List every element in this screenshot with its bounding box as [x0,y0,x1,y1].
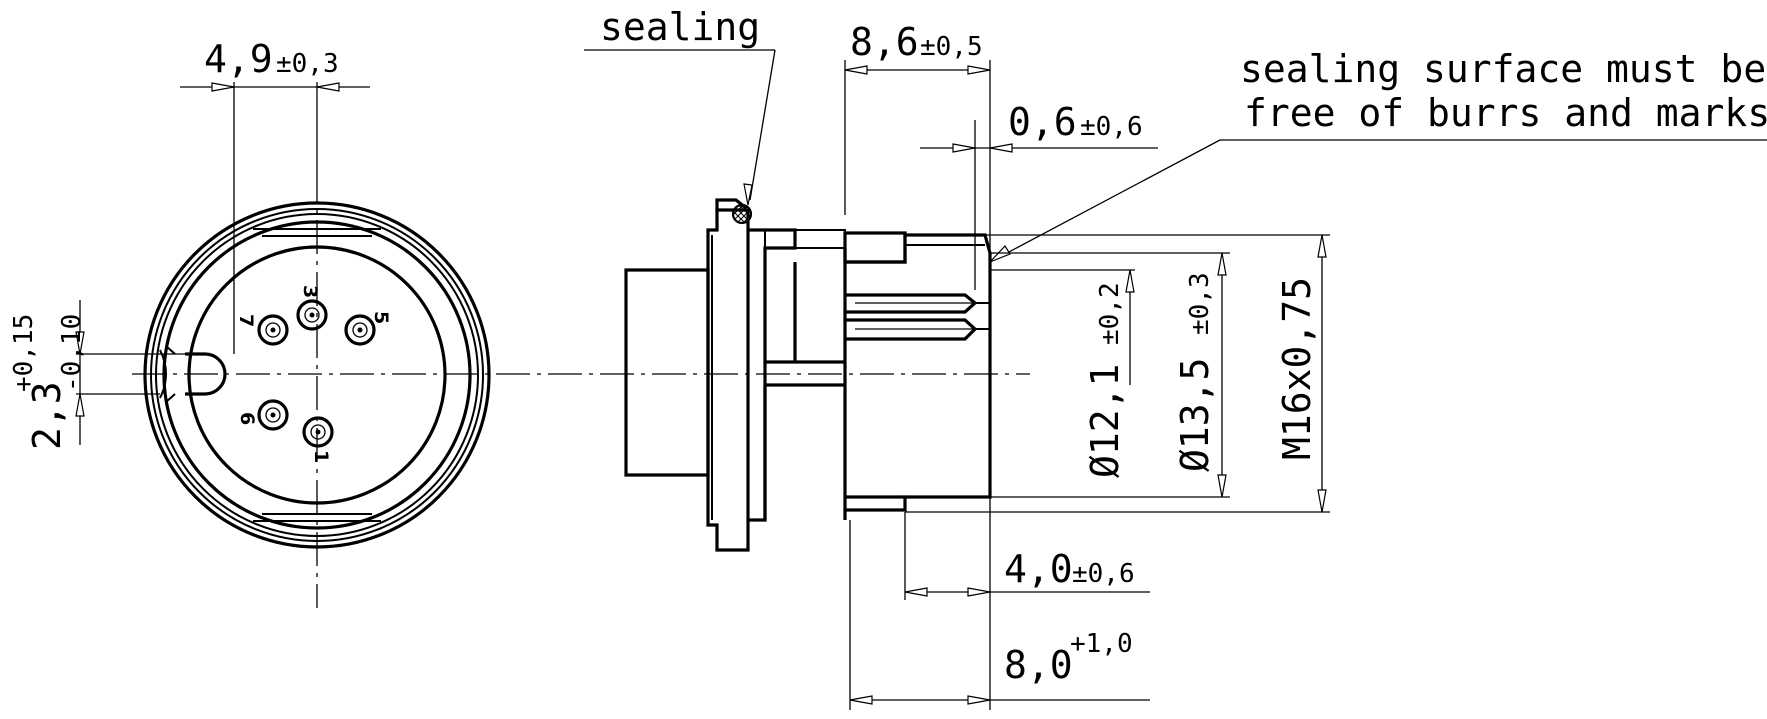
dim-key-width: 2,3 +0,15 -0,10 [9,300,186,450]
dim-thread-length-value: 4,0 [1004,547,1073,591]
pin-5 [344,314,376,346]
pin-label-7: 7 [235,314,257,327]
side-view [624,198,992,552]
dim-key-width-tol-lower: -0,10 [57,314,87,392]
sealing-text: sealing [600,5,760,49]
dim-total-length: 8,0 +1,0 [849,520,1150,710]
dim-thread-length: 4,0 ±0,6 [904,235,1150,710]
pin-7 [257,314,289,346]
dim-housing-length-tol: ±0,5 [920,32,983,62]
dim-housing-dia-tol: ±0,3 [1185,272,1215,335]
dim-seal-offset: 0,6 ±0,6 [920,100,1158,290]
pin-label-1: 1 [310,450,332,463]
dim-seal-offset-value: 0,6 [1008,100,1077,144]
note-line-1: sealing surface must be [1240,47,1766,91]
dim-pin-offset: 4,9 ±0,3 [180,37,370,354]
dim-thread: M16x0,75 [905,234,1330,513]
dim-housing-dia-value: Ø13,5 [1173,358,1217,472]
note-sealing-surface: sealing surface must be free of burrs an… [989,47,1767,263]
dim-thread-value: M16x0,75 [1275,277,1319,460]
dim-pin-circle-dia-value: Ø12,1 [1083,364,1127,478]
dim-seal-offset-tol: ±0,6 [1080,112,1143,142]
front-view: 3 7 5 6 1 4,9 ±0,3 2,3 +0,15 -0,10 [9,37,1030,608]
dim-housing-length: 8,6 ±0,5 [844,20,991,235]
dim-pin-circle-dia: Ø12,1 ±0,2 [990,269,1135,478]
pin-label-5: 5 [370,311,392,324]
dim-total-length-tol: +1,0 [1070,629,1133,659]
dim-pin-offset-value: 4,9 [204,37,273,81]
dim-pin-offset-tol: ±0,3 [276,49,339,79]
pin-1 [302,416,334,448]
dim-housing-dia: Ø13,5 ±0,3 [990,252,1230,498]
pin-label-3: 3 [299,285,321,298]
dim-housing-length-value: 8,6 [850,20,919,64]
pin-6 [257,399,289,431]
dim-pin-circle-dia-tol: ±0,2 [1095,282,1125,345]
dim-key-width-value: 2,3 [25,381,69,450]
note-line-2: free of burrs and marks [1244,91,1767,135]
dim-thread-length-tol: ±0,6 [1072,559,1135,589]
pin-label-6: 6 [236,412,258,425]
sealing-label: sealing [584,5,776,206]
dim-key-width-tol-upper: +0,15 [9,314,39,392]
dim-total-length-value: 8,0 [1004,643,1073,687]
pin-3 [296,299,328,331]
